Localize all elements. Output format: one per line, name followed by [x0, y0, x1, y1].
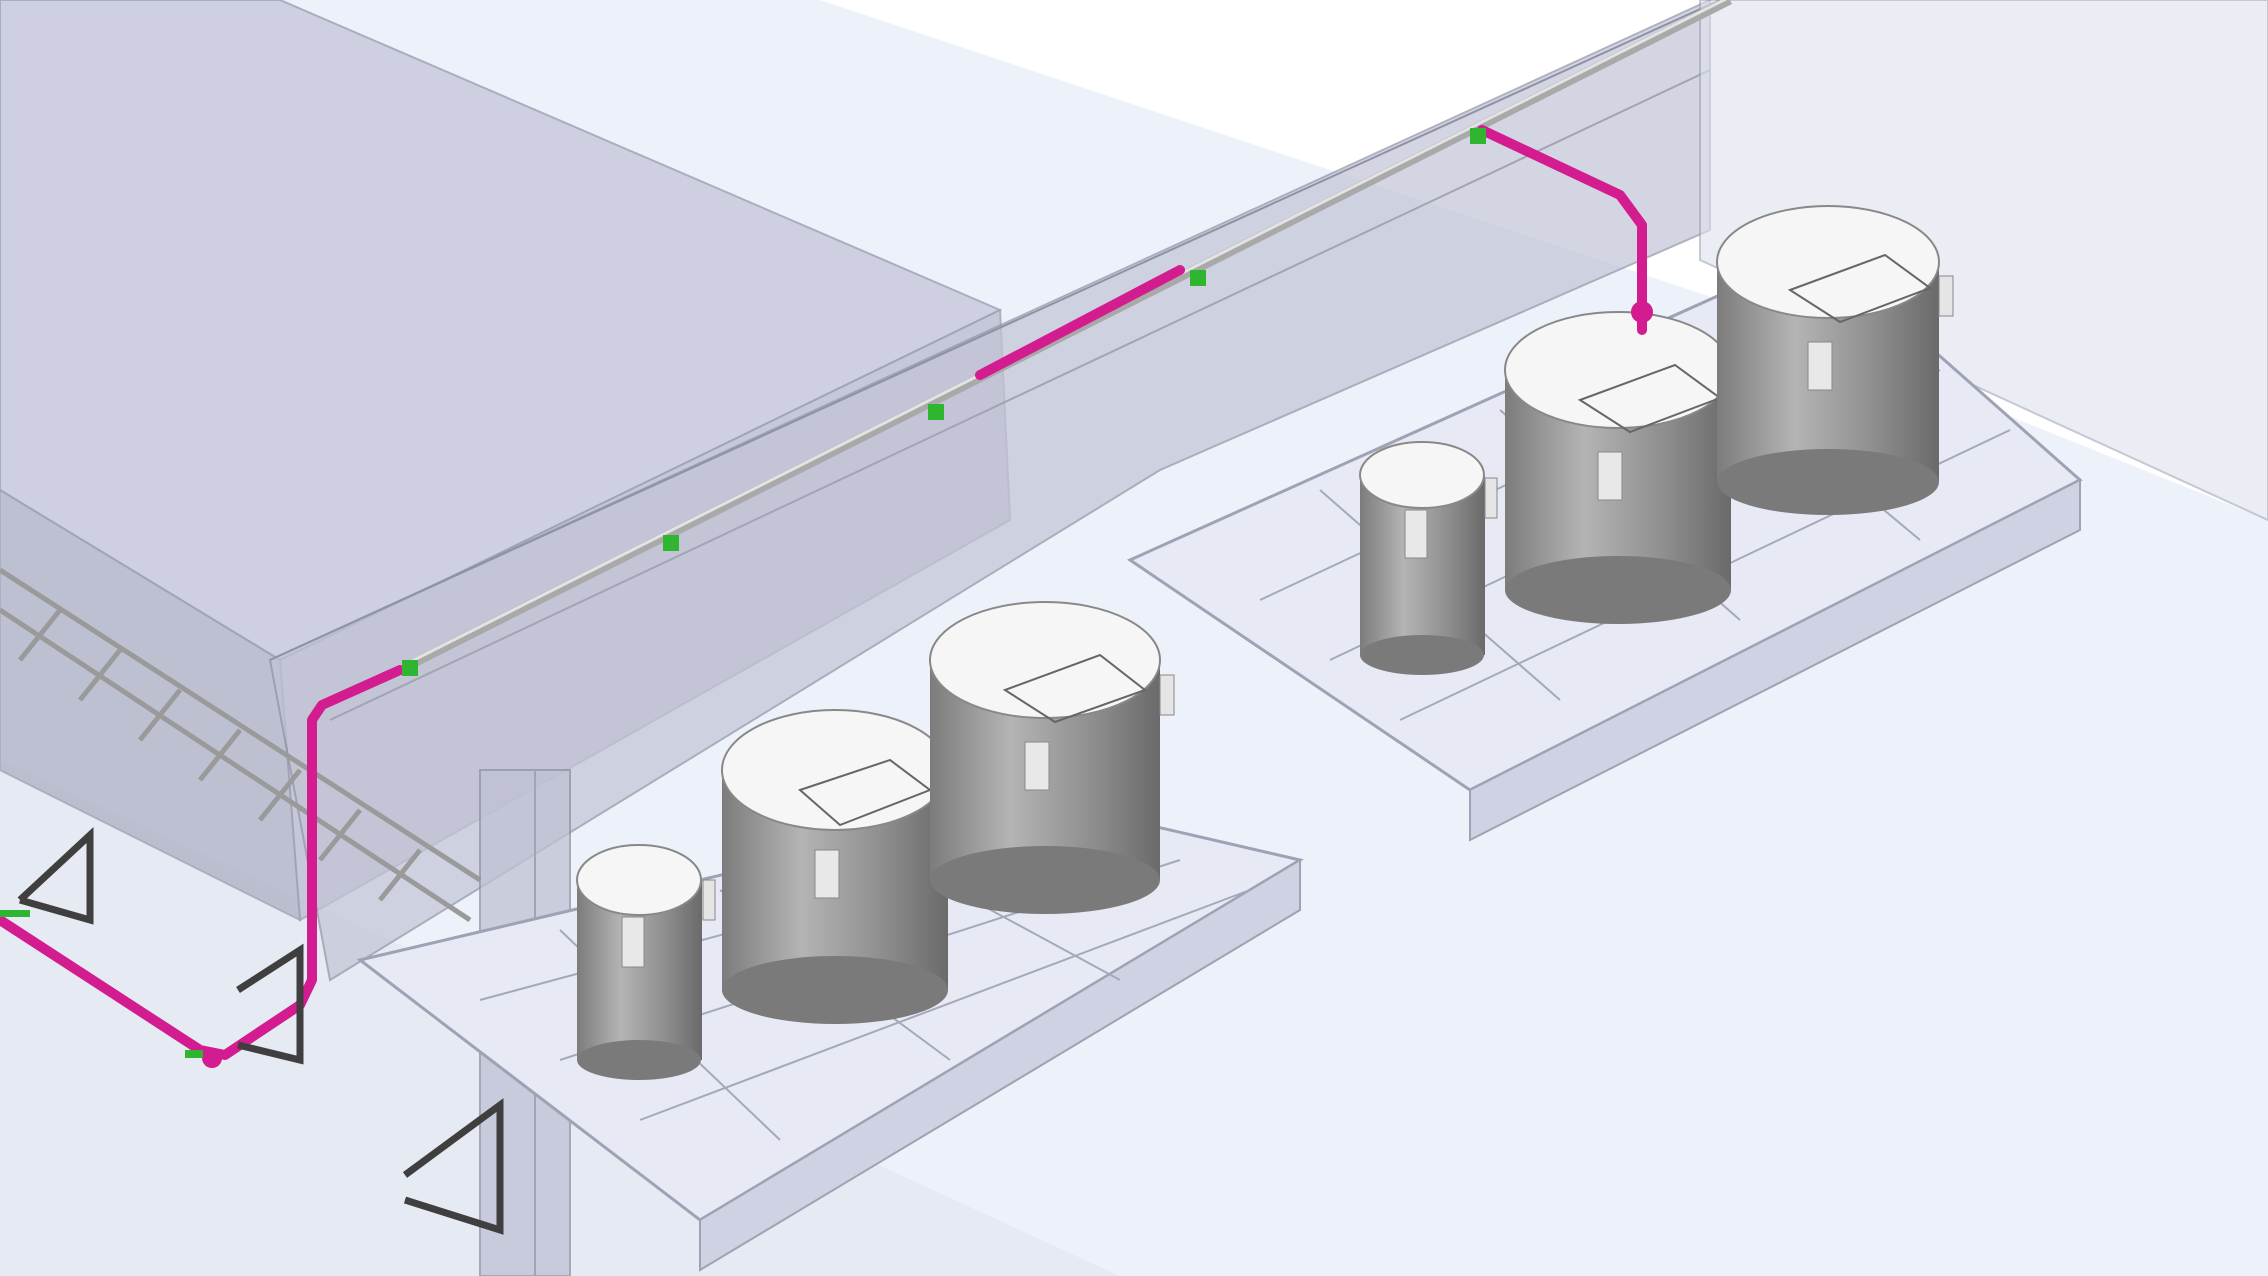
- tank-right-large[interactable]: [1716, 205, 1954, 515]
- beam-edge: [269, 0, 1721, 661]
- pipe-valve-top: [1631, 301, 1653, 323]
- wall-block-side: [0, 488, 302, 922]
- pipe-valve: [202, 1048, 222, 1068]
- tank-right-mid[interactable]: [1504, 311, 1746, 624]
- wall-brackets: [17, 826, 504, 1235]
- beam-edge-lower: [329, 69, 1711, 721]
- pipe-supports: [0, 128, 1486, 1058]
- steel-truss: [0, 567, 482, 923]
- ceiling-beam: [268, 0, 1711, 982]
- tank-left-mid[interactable]: [721, 709, 963, 1024]
- magenta-pipe: [0, 125, 1647, 1060]
- tank-left-large[interactable]: [929, 601, 1175, 914]
- right-slab-edge: [1699, 0, 2268, 522]
- tank-right-small[interactable]: [1359, 441, 1498, 675]
- tank-left-small[interactable]: [576, 844, 716, 1080]
